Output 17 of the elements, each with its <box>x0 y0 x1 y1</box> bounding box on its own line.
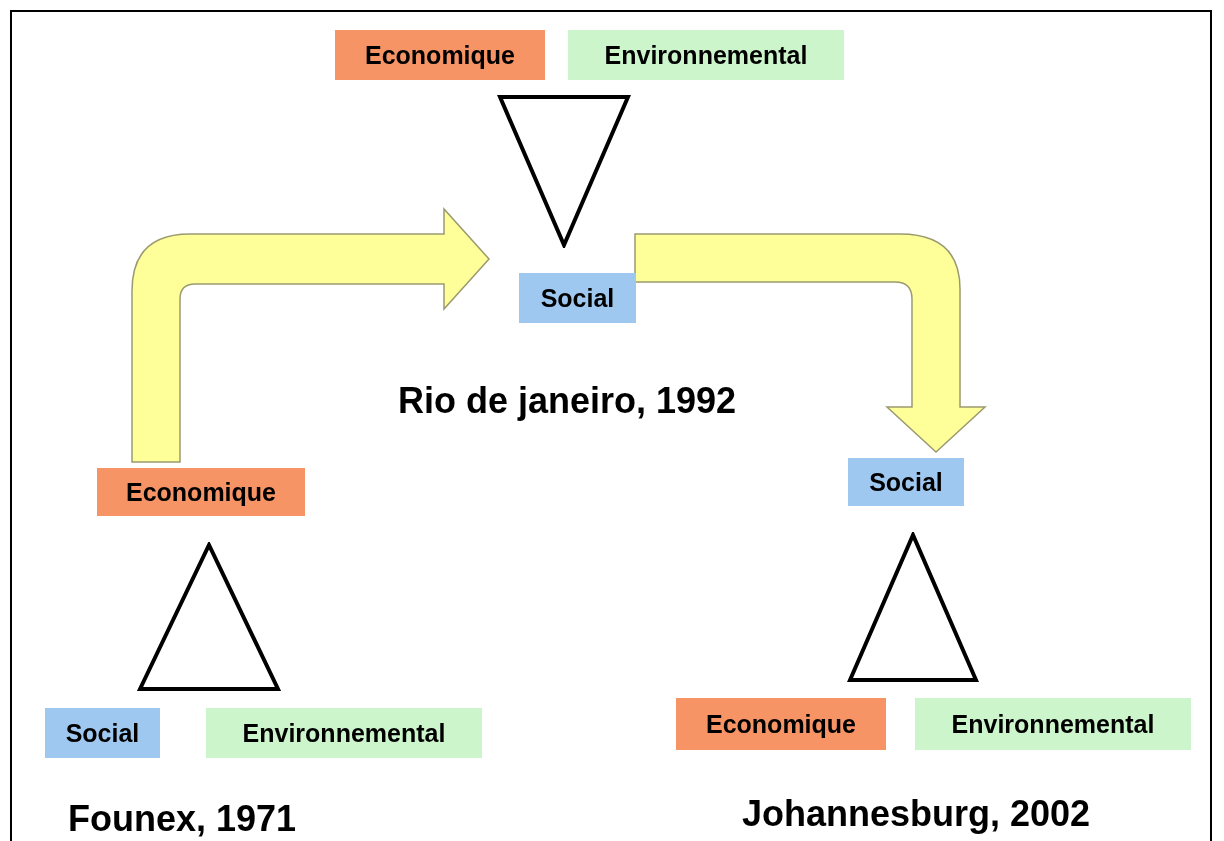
triangle-shape <box>847 532 979 683</box>
triangle-shape <box>137 542 281 692</box>
place-caption: Johannesburg, 2002 <box>742 793 1091 835</box>
label-box: Economique <box>676 698 886 750</box>
curved-arrow <box>131 208 490 463</box>
label-box: Economique <box>97 468 305 516</box>
label-box: Social <box>45 708 160 758</box>
place-caption: Founex, 1971 <box>68 798 297 840</box>
label-box: Environnemental <box>568 30 844 80</box>
label-box: Economique <box>335 30 545 80</box>
curved-arrow <box>634 233 986 453</box>
label-box: Environnemental <box>206 708 482 758</box>
label-box: Environnemental <box>915 698 1191 750</box>
place-caption: Rio de janeiro, 1992 <box>398 380 737 422</box>
label-box: Social <box>848 458 964 506</box>
triangle-shape <box>497 94 631 248</box>
label-box: Social <box>519 273 636 323</box>
